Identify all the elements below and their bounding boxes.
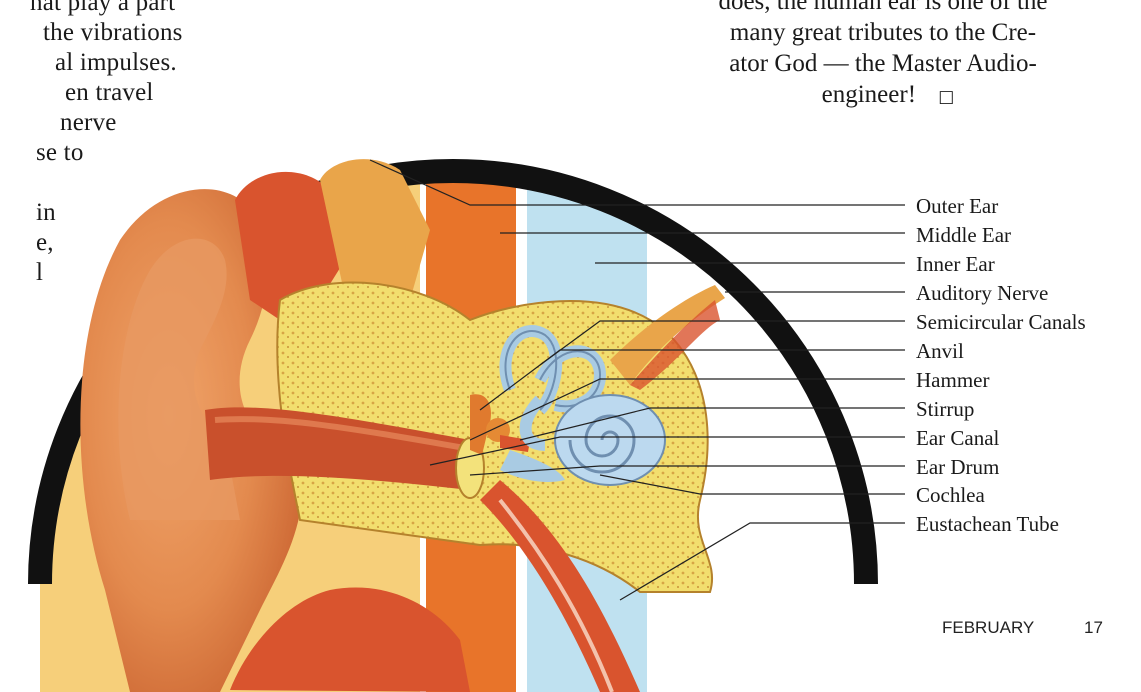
label-ear-drum: Ear Drum xyxy=(916,455,999,479)
label-cochlea: Cochlea xyxy=(916,483,985,507)
label-middle-ear: Middle Ear xyxy=(916,223,1011,247)
label-auditory-nerve: Auditory Nerve xyxy=(916,281,1048,305)
label-semicircular-canals: Semicircular Canals xyxy=(916,310,1086,334)
footer-month: FEBRUARY xyxy=(942,618,1034,638)
label-ear-canal: Ear Canal xyxy=(916,426,999,450)
label-outer-ear: Outer Ear xyxy=(916,194,998,218)
label-hammer: Hammer xyxy=(916,368,989,392)
page-number: 17 xyxy=(1084,618,1103,638)
label-stirrup: Stirrup xyxy=(916,397,974,421)
label-anvil: Anvil xyxy=(916,339,964,363)
label-inner-ear: Inner Ear xyxy=(916,252,995,276)
label-eustachean-tube: Eustachean Tube xyxy=(916,512,1059,536)
